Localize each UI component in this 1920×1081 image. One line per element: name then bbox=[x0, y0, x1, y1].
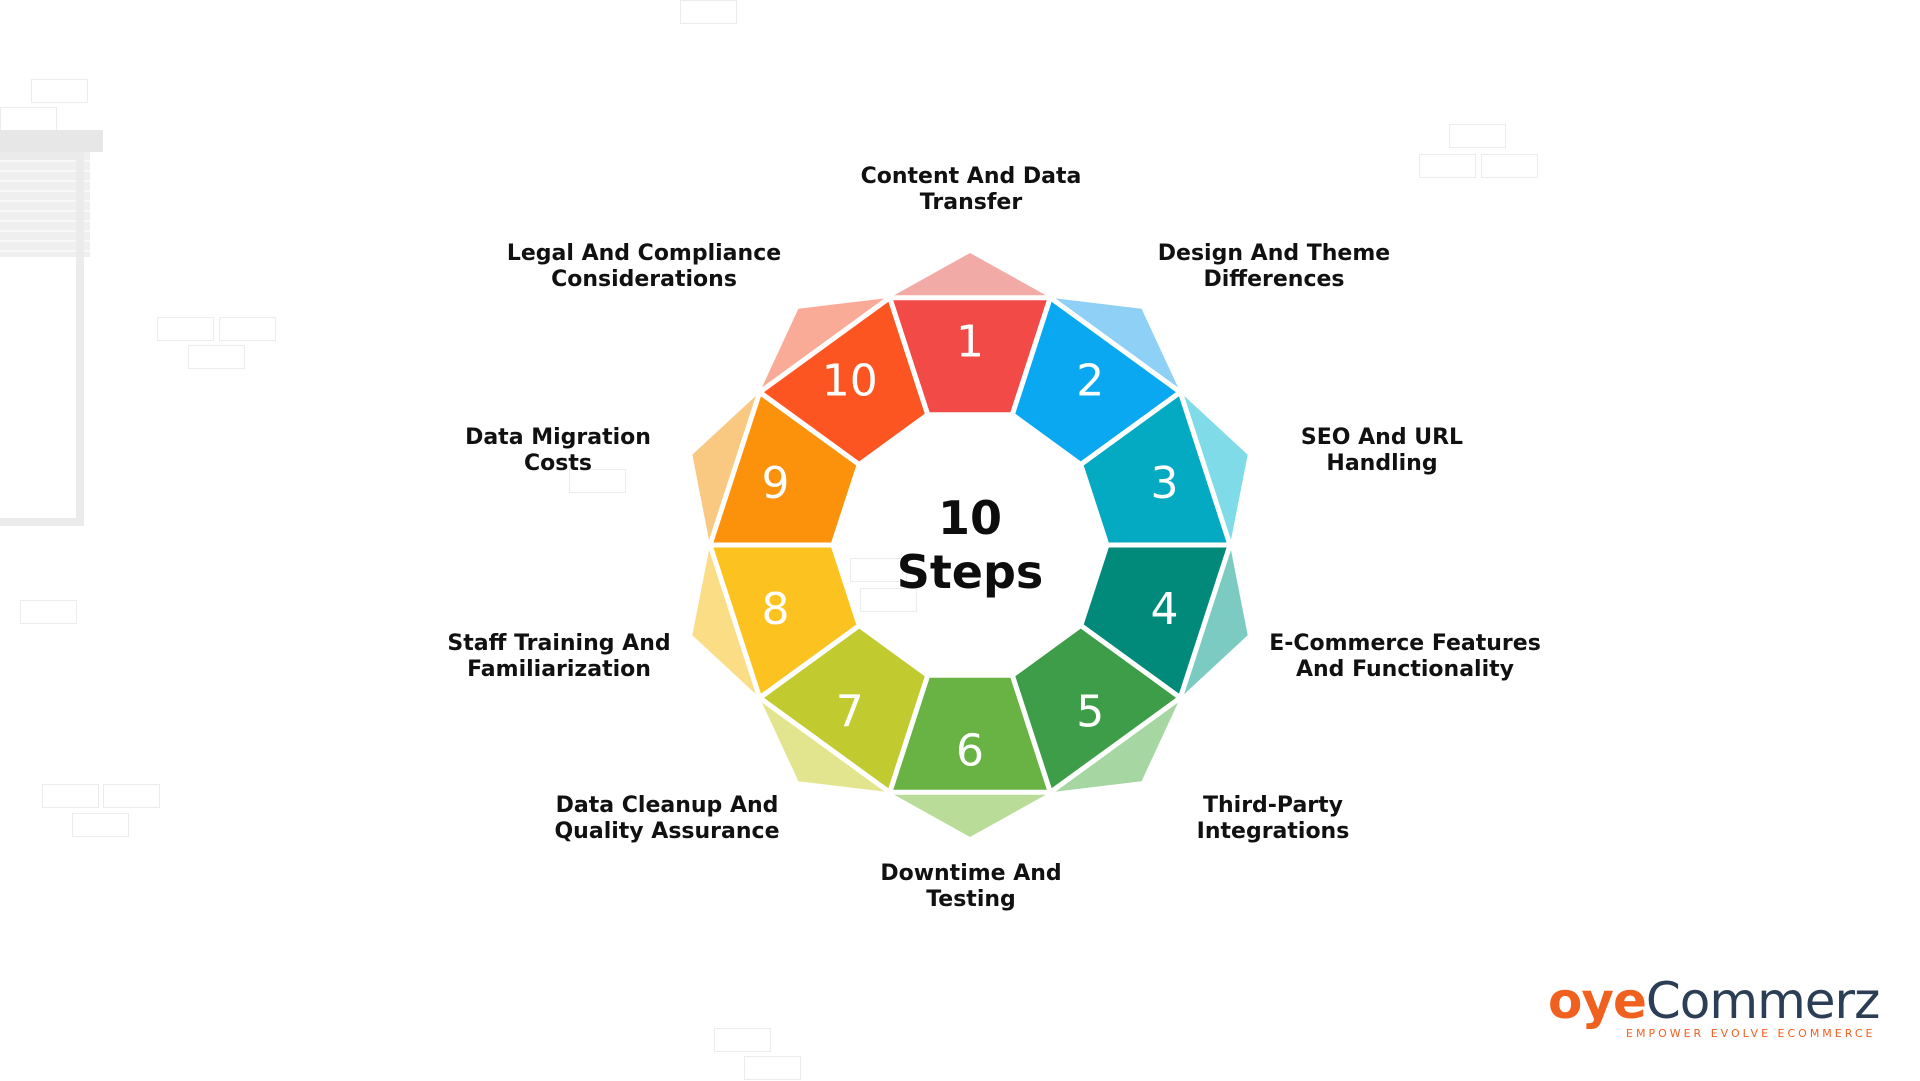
step-6-rim bbox=[889, 792, 1051, 837]
step-8-label: Staff Training And Familiarization bbox=[447, 631, 671, 682]
step-10-number: 10 bbox=[822, 356, 878, 407]
deco-brick bbox=[31, 79, 88, 103]
step-9-label: Data Migration Costs bbox=[465, 425, 651, 476]
step-2-label: Design And Theme Differences bbox=[1157, 241, 1391, 292]
deco-brick bbox=[1481, 154, 1538, 178]
step-3-label: SEO And URL Handling bbox=[1300, 425, 1464, 476]
step-7-number: 7 bbox=[836, 686, 864, 737]
deco-brick bbox=[103, 784, 160, 808]
deco-brick bbox=[850, 558, 907, 582]
step-8-rim bbox=[692, 545, 760, 698]
deco-brick bbox=[20, 600, 77, 624]
step-9-number: 9 bbox=[762, 458, 790, 509]
deco-window-blinds bbox=[0, 152, 90, 257]
step-1-label: Content And Data Transfer bbox=[860, 164, 1082, 215]
center-title-line1: 10 bbox=[937, 491, 1002, 545]
brand-wordmark: oyeCommerz bbox=[1548, 972, 1880, 1030]
step-4-number: 4 bbox=[1151, 584, 1179, 635]
deco-brick bbox=[157, 317, 214, 341]
step-8-number: 8 bbox=[762, 584, 790, 635]
step-2-number: 2 bbox=[1076, 356, 1104, 407]
deco-brick bbox=[188, 345, 245, 369]
step-3-number: 3 bbox=[1151, 458, 1179, 509]
step-1-number: 1 bbox=[956, 317, 984, 368]
deco-window-frame bbox=[0, 152, 84, 526]
step-4-label: E-Commerce Features And Functionality bbox=[1269, 631, 1541, 682]
step-6-label: Downtime And Testing bbox=[880, 861, 1062, 912]
brand-prefix: oye bbox=[1548, 972, 1647, 1030]
center-title-line2: Steps bbox=[896, 545, 1044, 599]
deco-brick bbox=[714, 1028, 771, 1052]
deco-brick bbox=[1419, 154, 1476, 178]
brand-logo: oyeCommerz EMPOWER EVOLVE ECOMMERCE bbox=[1548, 973, 1888, 1045]
step-5-label: Third-Party Integrations bbox=[1196, 793, 1350, 844]
deco-brick bbox=[42, 784, 99, 808]
step-4-rim bbox=[1180, 545, 1248, 698]
step-10-label: Legal And Compliance Considerations bbox=[506, 241, 782, 292]
deco-brick bbox=[1449, 124, 1506, 148]
deco-brick bbox=[860, 588, 917, 612]
step-9-rim bbox=[692, 392, 760, 545]
deco-brick bbox=[569, 469, 626, 493]
deco-brick bbox=[744, 1056, 801, 1080]
step-1-rim bbox=[889, 253, 1051, 298]
step-6-number: 6 bbox=[956, 726, 984, 777]
step-3-rim bbox=[1180, 392, 1248, 545]
deco-window-sill bbox=[0, 130, 103, 152]
step-5-number: 5 bbox=[1076, 686, 1104, 737]
center-title: 10 Steps bbox=[860, 491, 1080, 599]
brand-name: Commerz bbox=[1645, 972, 1880, 1030]
deco-brick bbox=[72, 813, 129, 837]
deco-brick bbox=[680, 0, 737, 24]
step-7-label: Data Cleanup And Quality Assurance bbox=[554, 793, 780, 844]
brand-tagline: EMPOWER EVOLVE ECOMMERCE bbox=[1626, 1027, 1876, 1040]
step-10-segment bbox=[757, 295, 931, 467]
deco-brick bbox=[219, 317, 276, 341]
